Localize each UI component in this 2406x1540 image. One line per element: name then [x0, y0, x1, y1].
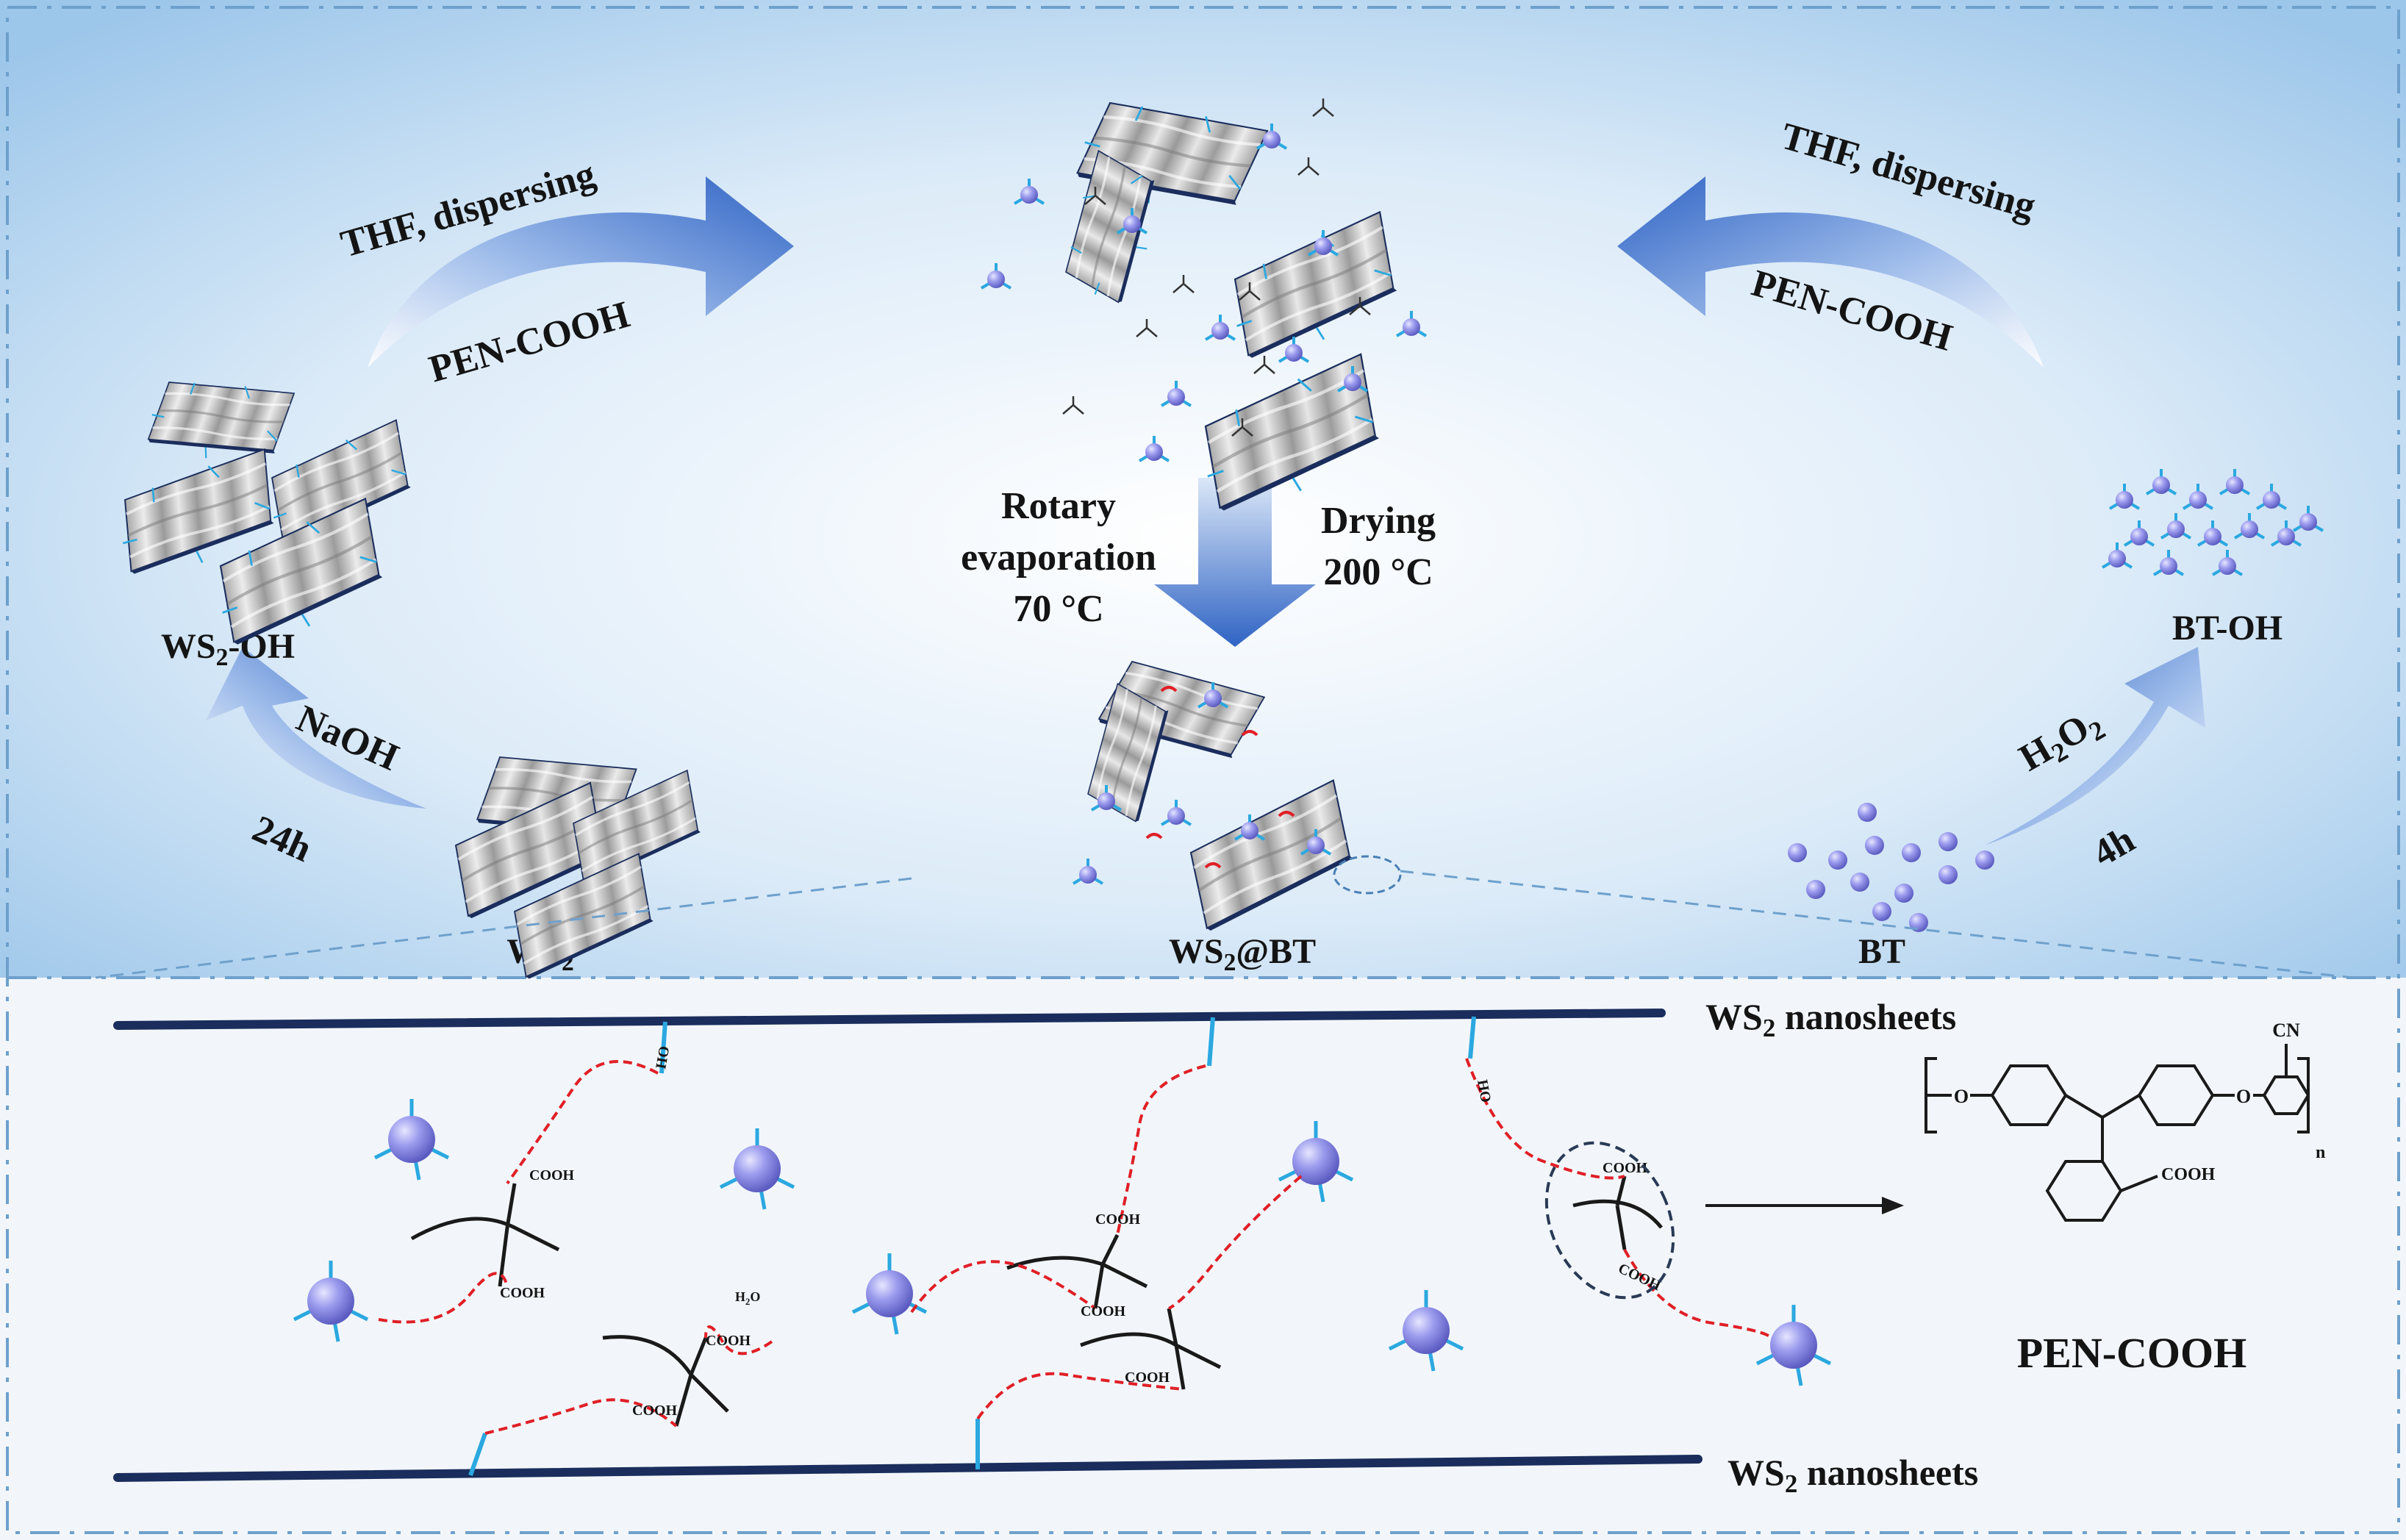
- zoom-guide-left: [95, 877, 912, 979]
- arrow-to-polymer-head: [1882, 1197, 1904, 1214]
- structure-cooh: COOH: [2161, 1165, 2216, 1184]
- svg-text:COOH: COOH: [706, 1333, 751, 1349]
- svg-text:COOH: COOH: [500, 1285, 545, 1301]
- svg-text:COOH: COOH: [1095, 1211, 1141, 1228]
- label-ws2bt: WS2@BT: [1169, 932, 1316, 976]
- label-ws2oh: WS2-OH: [161, 627, 295, 671]
- bottom-nanosheet-line: [113, 1455, 1703, 1482]
- svg-text:HO: HO: [1474, 1078, 1494, 1103]
- svg-text:COOH: COOH: [529, 1167, 575, 1183]
- highlight-ellipse: [1544, 1141, 1675, 1300]
- label-bt: BT: [1858, 932, 1905, 971]
- label-top-nanosheets: WS2 nanosheets: [1705, 996, 1956, 1042]
- sheet-oh-stubs: [468, 1016, 1476, 1476]
- zoom-guide-right: [1400, 870, 2353, 979]
- svg-text:COOH: COOH: [1125, 1369, 1170, 1386]
- structure-cn: CN: [2272, 1020, 2300, 1041]
- structure-o2: O: [2236, 1086, 2251, 1107]
- svg-text:H2O: H2O: [735, 1289, 760, 1307]
- arrow-ws2oh-to-mix: [368, 176, 794, 368]
- label-bottom-nanosheets: WS2 nanosheets: [1727, 1452, 1978, 1498]
- label-evaporation: evaporation: [961, 537, 1156, 579]
- svg-text:COOH: COOH: [1603, 1160, 1648, 1176]
- bottom-panel-background: [0, 978, 2406, 1540]
- label-drying: Drying: [1321, 500, 1436, 542]
- structure-n: n: [2316, 1143, 2325, 1162]
- ws2bt-composite: [1061, 629, 1402, 931]
- arrow-ws2-to-ws2oh: [206, 647, 426, 809]
- arrow-bt-to-btoh: [1985, 647, 2205, 845]
- label-btoh: BT-OH: [2172, 609, 2283, 648]
- pen-chain-fragments: [410, 1175, 1663, 1427]
- svg-text:COOH: COOH: [632, 1403, 678, 1419]
- chemical-small-labels: COOH COOH COOH COOH COOH COOH COOH COOH …: [500, 1045, 1664, 1419]
- pen-cooh-structure: [1925, 1044, 2310, 1222]
- label-pen-cooh: PEN-COOH: [2017, 1329, 2247, 1377]
- svg-text:HO: HO: [653, 1045, 673, 1070]
- label-200c: 200 °C: [1323, 551, 1433, 593]
- arrow-mix-to-composite: [1154, 478, 1316, 647]
- arrow-btoh-to-mix: [1617, 176, 2044, 368]
- label-70c: 70 °C: [1013, 588, 1103, 630]
- svg-text:COOH: COOH: [1081, 1303, 1126, 1319]
- label-rotary: Rotary: [1001, 485, 1116, 527]
- top-nanosheet-line: [113, 1009, 1666, 1030]
- ester-bond-linkages: [378, 1058, 1773, 1435]
- structure-o1: O: [1954, 1086, 1969, 1107]
- bt-particles: [1788, 803, 1994, 932]
